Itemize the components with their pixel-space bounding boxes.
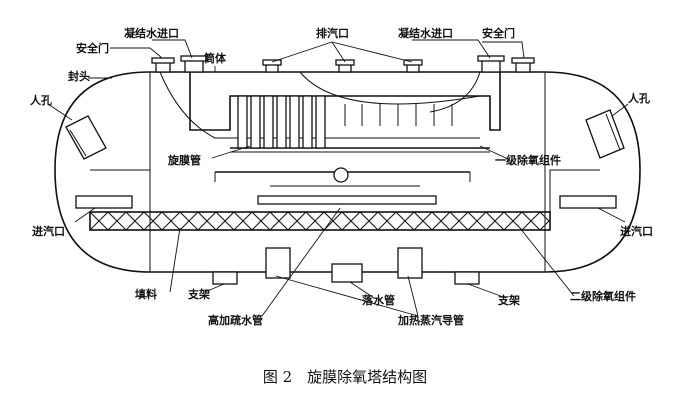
drain-port-nozzles — [262, 59, 423, 73]
label-steam-inlet-right: 进汽口 — [620, 224, 653, 238]
manhole-left — [65, 115, 107, 160]
steam-inlet-right — [559, 195, 617, 209]
label-support-left: 支架 — [187, 287, 210, 301]
label-manhole-right: 人孔 — [628, 91, 650, 105]
inner-walls — [90, 169, 600, 212]
label-rotating-film-tube: 旋膜管 — [167, 153, 201, 167]
condensate-inlet-right-nozzle — [477, 55, 505, 73]
safety-valve-left — [151, 57, 175, 73]
label-heating-steam-pipe: 加热蒸汽导管 — [397, 313, 464, 327]
label-hp-drain-pipe: 高加疏水管 — [208, 313, 263, 327]
inner-water-box — [159, 71, 501, 153]
label-first-stage-module: 一级除氧组件 — [495, 153, 561, 167]
label-drain-port: 排汽口 — [316, 26, 349, 40]
label-second-stage-module: 二级除氧组件 — [570, 289, 636, 303]
label-packing: 填料 — [135, 287, 157, 301]
label-support-right: 支架 — [497, 293, 520, 307]
label-safety-valve-left: 安全门 — [76, 41, 109, 55]
packing-layer — [89, 211, 551, 231]
label-head: 封头 — [68, 69, 90, 83]
label-safety-valve-right: 安全门 — [482, 26, 515, 40]
label-condensate-inlet-right: 凝结水进口 — [398, 26, 453, 40]
label-drop-pipe: 落水管 — [362, 293, 395, 307]
steam-inlet-left — [75, 195, 133, 209]
leader-lines — [47, 39, 629, 317]
label-steam-inlet-left: 进汽口 — [32, 224, 65, 238]
condensate-inlet-left-nozzle — [180, 55, 208, 73]
label-condensate-inlet-left: 凝结水进口 — [124, 26, 179, 40]
manhole-right — [585, 109, 625, 159]
safety-valve-right — [511, 57, 535, 73]
label-shell: 筒体 — [204, 51, 227, 65]
rotating-film-tubes — [237, 95, 453, 149]
middle-tray — [214, 167, 471, 205]
bottom-nozzles — [212, 247, 480, 285]
label-manhole-left: 人孔 — [30, 93, 52, 107]
figure-caption: 图 2 旋膜除氧塔结构图 — [263, 368, 427, 386]
